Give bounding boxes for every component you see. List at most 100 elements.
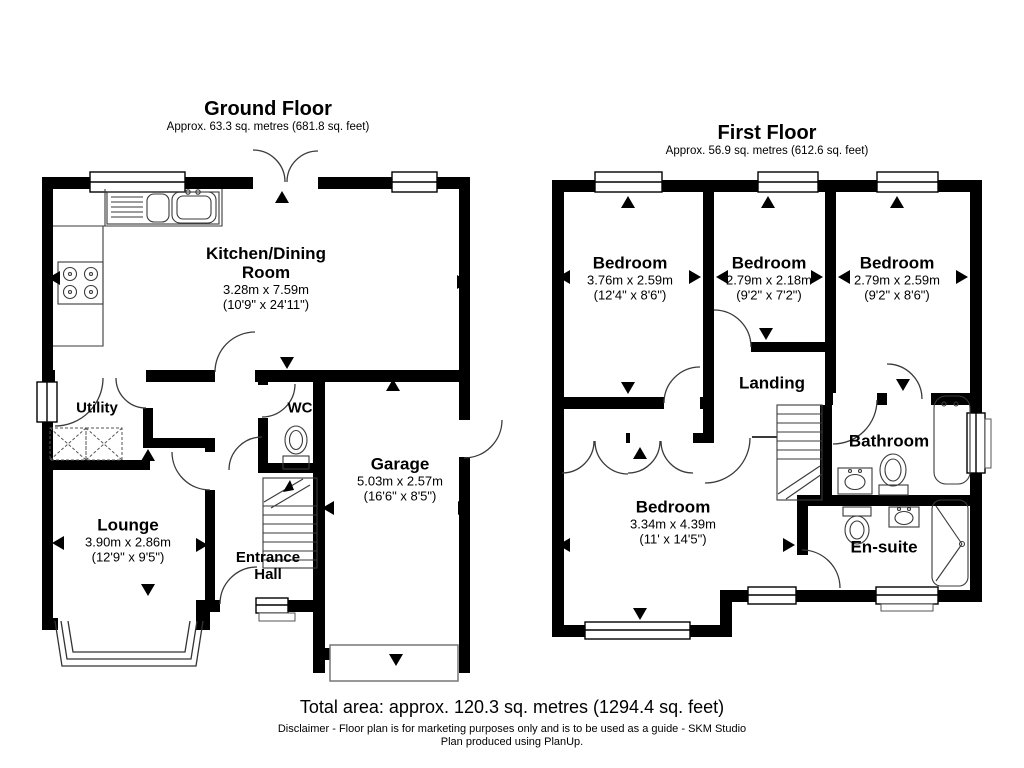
bedroom1-arrow-down bbox=[621, 382, 635, 394]
kitchen-arrow-up bbox=[275, 191, 289, 203]
kitchen-imperial: (10'9" x 24'11") bbox=[222, 297, 310, 312]
bedroom2-arrow-down bbox=[759, 328, 773, 340]
garage-name: Garage bbox=[370, 454, 430, 474]
room-label-bedroom2: Bedroom 2.79m x 2.18m (9'2" x 7'2") bbox=[726, 254, 812, 303]
french-door-right-arc bbox=[286, 150, 319, 183]
bedroom3-arrow-down bbox=[896, 379, 910, 391]
kitchen-metric: 3.28m x 7.59m bbox=[223, 282, 309, 297]
utility-door-right-arc bbox=[115, 377, 147, 409]
first-floor-door-arcs bbox=[561, 309, 923, 589]
kitchen-door-arc bbox=[214, 331, 256, 373]
kitchen-name: Kitchen/Dining Room bbox=[206, 244, 326, 282]
hall-window bbox=[255, 597, 289, 614]
first-floor-windows bbox=[584, 171, 992, 640]
bedroom2-arrow-right bbox=[811, 270, 823, 284]
bedroom4-imperial: (11' x 14'5") bbox=[639, 531, 707, 547]
hall-step bbox=[258, 612, 296, 622]
bedroom3-door-arc bbox=[886, 363, 923, 400]
bathroom-toilet bbox=[878, 453, 909, 496]
ensuite-sink bbox=[888, 506, 920, 528]
first-floor-title: First Floor bbox=[717, 122, 817, 144]
lounge-name: Lounge bbox=[97, 515, 159, 535]
bedroom2-door-arc bbox=[713, 309, 752, 348]
ground-stairs bbox=[262, 477, 318, 569]
ensuite-toilet bbox=[842, 506, 872, 545]
room-label-wc: WC bbox=[288, 400, 313, 417]
bedroom3-name: Bedroom bbox=[859, 253, 935, 273]
bedroom4-arrow-right bbox=[783, 538, 795, 552]
room-label-utility: Utility bbox=[76, 400, 118, 417]
bedroom3-imperial: (9'2" x 8'6") bbox=[864, 287, 930, 303]
garage-arrow-down bbox=[389, 654, 403, 666]
bedroom1-arrow-up bbox=[621, 196, 635, 208]
wc-toilet bbox=[282, 425, 310, 470]
kitchen-window-right bbox=[391, 171, 438, 193]
utility-door-left-arc bbox=[54, 377, 104, 427]
bedroom3-metric: 2.79m x 2.59m bbox=[854, 272, 940, 288]
garage-door bbox=[329, 644, 459, 682]
bedroom4-name: Bedroom bbox=[635, 497, 711, 517]
bedroom1-door-arc bbox=[663, 366, 701, 404]
bedroom4-window bbox=[584, 621, 691, 640]
room-label-garage: Garage 5.03m x 2.57m (16'6" x 8'5") bbox=[357, 455, 443, 504]
bathroom-fixtures bbox=[837, 395, 971, 496]
lounge-arrow-right bbox=[196, 538, 208, 552]
bedroom4-arrow-left bbox=[558, 538, 570, 552]
lounge-arrow-down bbox=[141, 584, 155, 596]
kitchen-arrow-down bbox=[280, 357, 294, 369]
bedroom4-metric: 3.34m x 4.39m bbox=[630, 516, 716, 532]
ground-floor-subtitle: Approx. 63.3 sq. metres (681.8 sq. feet) bbox=[166, 121, 370, 133]
ensuite-window bbox=[875, 586, 939, 605]
kitchen-arrow-left bbox=[48, 271, 60, 285]
room-label-entrance-hall: Entrance Hall bbox=[221, 549, 316, 583]
french-door-left-arc bbox=[252, 149, 286, 183]
first-floor-header: First Floor Approx. 56.9 sq. metres (612… bbox=[666, 122, 869, 158]
bedroom2-metric: 2.79m x 2.18m bbox=[726, 272, 812, 288]
bedroom1-arrow-left bbox=[558, 270, 570, 284]
bathtub bbox=[933, 395, 971, 485]
ensuite-window-sill bbox=[880, 603, 934, 612]
bedroom1-arrow-right bbox=[689, 270, 701, 284]
bedroom3-arrow-left bbox=[838, 270, 850, 284]
bedroom2-window bbox=[757, 171, 819, 193]
bedroom4-door-arc bbox=[704, 437, 751, 484]
lounge-arrow-left bbox=[52, 536, 64, 550]
room-label-lounge: Lounge 3.90m x 2.86m (12'9" x 9'5") bbox=[85, 516, 171, 565]
bedroom2-arrow-left bbox=[716, 270, 728, 284]
kitchen-sink bbox=[106, 189, 220, 225]
kitchen-fixtures bbox=[53, 189, 223, 347]
lounge-arrow-up bbox=[141, 449, 155, 461]
produced-text: Plan produced using PlanUp. bbox=[440, 736, 584, 748]
bedroom1-imperial: (12'4" x 8'6") bbox=[593, 287, 667, 303]
bedroom2-name: Bedroom bbox=[731, 253, 807, 273]
bedroom1-metric: 3.76m x 2.59m bbox=[587, 272, 673, 288]
first-floor-dimension-arrows bbox=[558, 196, 968, 620]
bedroom2-imperial: (9'2" x 7'2") bbox=[736, 287, 802, 303]
garage-metric: 5.03m x 2.57m bbox=[357, 473, 443, 489]
ground-floor-door-arcs bbox=[54, 149, 503, 605]
bedroom4-arrow-down bbox=[633, 608, 647, 620]
garage-side-door-arc bbox=[463, 419, 503, 459]
first-floor-walls bbox=[552, 180, 982, 637]
room-label-bedroom3: Bedroom 2.79m x 2.59m (9'2" x 8'6") bbox=[854, 254, 940, 303]
ensuite-name: En-suite bbox=[850, 537, 918, 557]
wardrobe-arc-3 bbox=[627, 440, 661, 474]
front-door-arc bbox=[219, 566, 258, 605]
ground-floor-walls bbox=[42, 177, 470, 673]
shower bbox=[931, 499, 969, 587]
lounge-metric: 3.90m x 2.86m bbox=[85, 534, 171, 550]
hob bbox=[57, 261, 104, 305]
bedroom2-arrow-up bbox=[761, 196, 775, 208]
room-label-bedroom4: Bedroom 3.34m x 4.39m (11' x 14'5") bbox=[630, 498, 716, 547]
first-floor-subtitle: Approx. 56.9 sq. metres (612.6 sq. feet) bbox=[665, 145, 869, 157]
room-label-bathroom: Bathroom bbox=[849, 432, 929, 451]
wardrobe-arc-4 bbox=[660, 440, 694, 474]
lounge-door-arc bbox=[171, 451, 211, 491]
kitchen-arrow-right bbox=[457, 275, 469, 289]
utility-window bbox=[36, 381, 58, 423]
ground-floor-header: Ground Floor Approx. 63.3 sq. metres (68… bbox=[167, 98, 370, 134]
wc-door-arc bbox=[261, 383, 296, 418]
wardrobe-arc-2 bbox=[594, 440, 629, 475]
disclaimer-text: Disclaimer - Floor plan is for marketing… bbox=[277, 723, 747, 735]
